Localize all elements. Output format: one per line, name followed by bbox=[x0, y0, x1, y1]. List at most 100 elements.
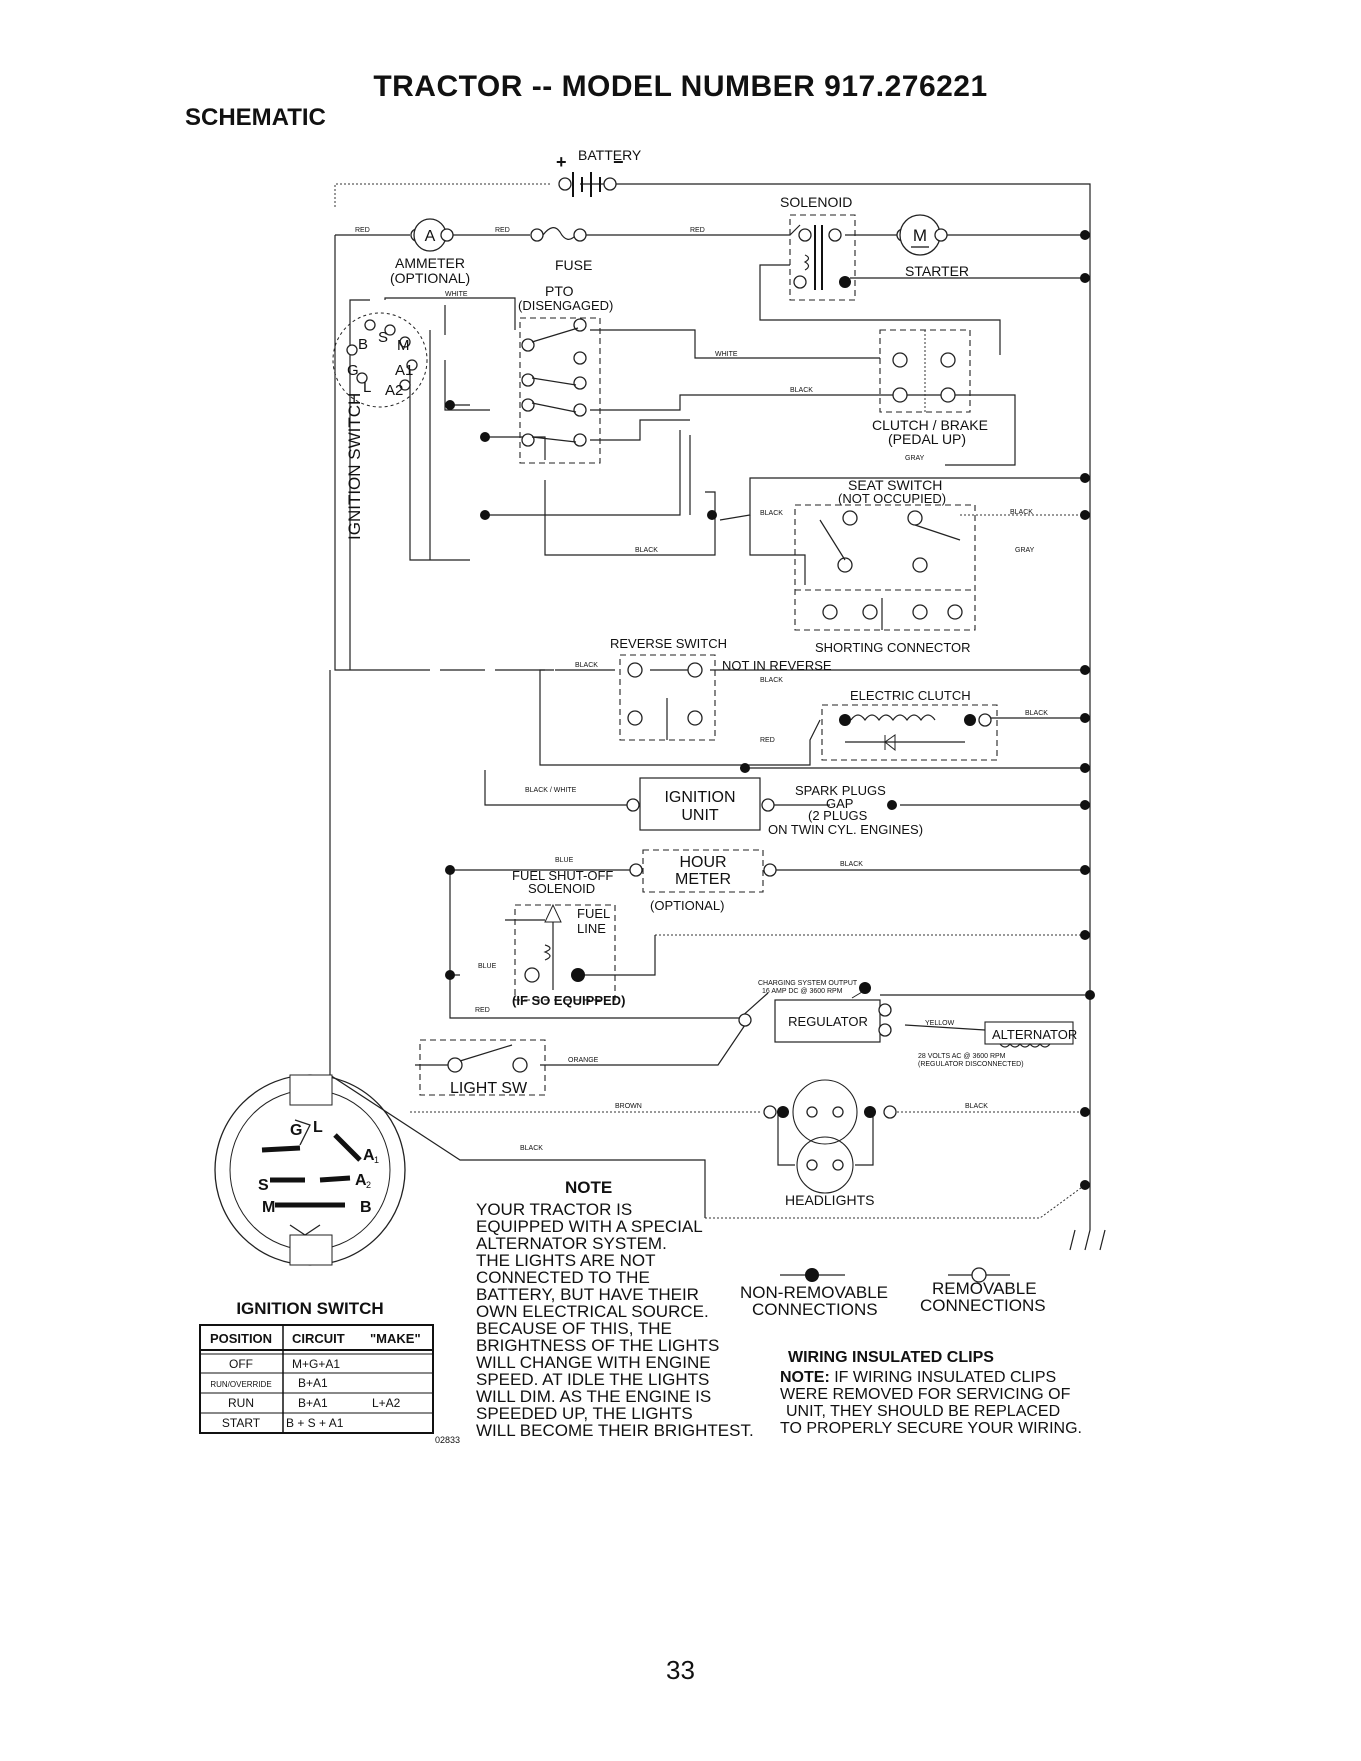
ignition-switch-vertical-label: IGNITION SWITCH bbox=[345, 393, 364, 540]
solenoid: SOLENOID bbox=[780, 194, 856, 301]
wire-white-label: WHITE bbox=[445, 291, 468, 298]
reverse-switch-label: REVERSE SWITCH bbox=[610, 636, 727, 651]
terminal-l-label: L bbox=[363, 379, 371, 396]
wire-red-label: RED bbox=[495, 227, 510, 234]
fuel-line-label: FUEL bbox=[577, 906, 610, 921]
terminal-b-label: B bbox=[358, 336, 368, 353]
charging-amp-label: 16 AMP DC @ 3600 RPM bbox=[762, 988, 843, 995]
detail-terminal-l: L bbox=[313, 1119, 323, 1136]
fuel-shutoff-label: FUEL SHUT-OFF bbox=[512, 868, 613, 883]
wiring-clips-note-label: NOTE: bbox=[780, 1369, 830, 1386]
wire-black-label: BLACK bbox=[790, 387, 813, 394]
note-line: WILL CHANGE WITH ENGINE bbox=[476, 1353, 711, 1372]
table-row-position: OFF bbox=[229, 1357, 253, 1371]
plus-icon: + bbox=[556, 152, 567, 172]
light-switch-label: LIGHT SW bbox=[450, 1080, 528, 1097]
note-line: EQUIPPED WITH A SPECIAL bbox=[476, 1217, 703, 1236]
starter: M STARTER bbox=[896, 214, 969, 279]
clutch-brake-label: CLUTCH / BRAKE bbox=[872, 417, 988, 433]
table-row-position: START bbox=[222, 1416, 261, 1430]
wire-red-label: RED bbox=[690, 227, 705, 234]
detail-terminal-m: M bbox=[262, 1199, 275, 1216]
wiring-clips-note: WIRING INSULATED CLIPS NOTE: IF WIRING I… bbox=[780, 1349, 1082, 1437]
non-removable-connection-icon bbox=[805, 1268, 819, 1282]
detail-terminal-a2-sub: 2 bbox=[366, 1180, 371, 1190]
wire-black-label: BLACK bbox=[840, 861, 863, 868]
ignition-switch-terminals: B S M G A1 L A2 IGNITION SWITCH bbox=[332, 312, 428, 540]
table-row-position: RUN bbox=[228, 1396, 254, 1410]
ammeter-label: AMMETER bbox=[395, 255, 465, 271]
hour-meter: HOUR METER (OPTIONAL) bbox=[629, 849, 777, 913]
table-header-position: POSITION bbox=[210, 1331, 272, 1346]
wire-black-label: BLACK bbox=[635, 547, 658, 554]
wire-blue-label: BLUE bbox=[478, 963, 497, 970]
solenoid-label: SOLENOID bbox=[780, 194, 852, 210]
note-line: WILL DIM. AS THE ENGINE IS bbox=[476, 1387, 711, 1406]
spark-plugs-twin-label: ON TWIN CYL. ENGINES) bbox=[768, 822, 923, 837]
spark-plugs-label: SPARK PLUGS bbox=[795, 783, 886, 798]
battery: + − BATTERY bbox=[556, 147, 642, 197]
hour-meter-optional-label: (OPTIONAL) bbox=[650, 898, 724, 913]
table-header-make: "MAKE" bbox=[370, 1331, 421, 1346]
removable-label: REMOVABLE bbox=[932, 1279, 1037, 1298]
note-line: ALTERNATOR SYSTEM. bbox=[476, 1234, 667, 1253]
wire-black-label: BLACK bbox=[1010, 509, 1033, 516]
note-block: NOTE YOUR TRACTOR IS EQUIPPED WITH A SPE… bbox=[476, 1178, 754, 1440]
wiring-clips-line-4: TO PROPERLY SECURE YOUR WIRING. bbox=[780, 1420, 1082, 1437]
regulator-label: REGULATOR bbox=[788, 1014, 868, 1029]
wires bbox=[329, 183, 1106, 1251]
wiring-clips-title: WIRING INSULATED CLIPS bbox=[788, 1349, 994, 1366]
electric-clutch: ELECTRIC CLUTCH bbox=[821, 688, 998, 761]
table-row-circuit: B+A1 bbox=[298, 1396, 328, 1410]
hour-meter-label: HOUR bbox=[679, 854, 726, 871]
page-title: TRACTOR -- MODEL NUMBER 917.276221 bbox=[373, 70, 988, 103]
detail-terminal-g: G bbox=[290, 1122, 302, 1139]
wire-orange-label: ORANGE bbox=[568, 1057, 599, 1064]
wire-yellow-label: YELLOW bbox=[925, 1020, 955, 1027]
table-row-make: L+A2 bbox=[372, 1396, 401, 1410]
ignition-switch-table: POSITION CIRCUIT "MAKE" OFF M+G+A1 RUN/O… bbox=[199, 1324, 460, 1445]
note-title: NOTE bbox=[565, 1178, 612, 1197]
ignition-switch-title: IGNITION SWITCH bbox=[236, 1299, 383, 1318]
wire-red-label: RED bbox=[355, 227, 370, 234]
wiring-clips-line-2: WERE REMOVED FOR SERVICING OF bbox=[780, 1386, 1071, 1403]
table-row-circuit: M+G+A1 bbox=[292, 1357, 340, 1371]
ignition-unit-label-2: UNIT bbox=[681, 807, 719, 824]
removable-label-2: CONNECTIONS bbox=[920, 1296, 1046, 1315]
fuse-label: FUSE bbox=[555, 257, 592, 273]
if-so-equipped-label: (IF SO EQUIPPED) bbox=[512, 993, 625, 1008]
electric-clutch-label: ELECTRIC CLUTCH bbox=[850, 688, 971, 703]
regulator: REGULATOR CHARGING SYSTEM OUTPUT 16 AMP … bbox=[738, 980, 892, 1043]
headlights-label: HEADLIGHTS bbox=[785, 1192, 874, 1208]
wire-black-label: BLACK bbox=[1025, 710, 1048, 717]
table-row-position: RUN/OVERRIDE bbox=[210, 1380, 271, 1389]
pto-switch: PTO (DISENGAGED) bbox=[518, 283, 613, 464]
non-removable-label-2: CONNECTIONS bbox=[752, 1300, 878, 1319]
terminal-a1-label: A1 bbox=[395, 362, 413, 379]
alternator-label: ALTERNATOR bbox=[992, 1027, 1077, 1042]
clutch-brake-switch: CLUTCH / BRAKE (PEDAL UP) bbox=[872, 329, 988, 447]
terminal-g-label: G bbox=[347, 362, 359, 379]
wire-red-label: RED bbox=[475, 1007, 490, 1014]
ignition-unit-label: IGNITION bbox=[664, 789, 735, 806]
note-line: BATTERY, BUT HAVE THEIR bbox=[476, 1285, 699, 1304]
pto-state-label: (DISENGAGED) bbox=[518, 298, 613, 313]
clutch-brake-state-label: (PEDAL UP) bbox=[888, 431, 966, 447]
wiring-clips-line-3: UNIT, THEY SHOULD BE REPLACED bbox=[786, 1403, 1060, 1420]
note-line: BECAUSE OF THIS, THE bbox=[476, 1319, 672, 1338]
note-line: OWN ELECTRICAL SOURCE. bbox=[476, 1302, 709, 1321]
wire-white-label: WHITE bbox=[715, 351, 738, 358]
not-in-reverse-label: NOT IN REVERSE bbox=[722, 658, 832, 673]
wire-black-label: BLACK bbox=[965, 1103, 988, 1110]
alternator-regulator-label: (REGULATOR DISCONNECTED) bbox=[918, 1061, 1024, 1068]
light-switch: LIGHT SW bbox=[419, 1039, 546, 1097]
wire-black-label: BLACK bbox=[760, 510, 783, 517]
wire-black-label: BLACK bbox=[760, 677, 783, 684]
table-header-circuit: CIRCUIT bbox=[292, 1331, 345, 1346]
detail-terminal-a1: A bbox=[363, 1147, 375, 1164]
spark-plugs-count-label: (2 PLUGS bbox=[808, 808, 868, 823]
battery-label: BATTERY bbox=[578, 147, 642, 163]
wire-red-label: RED bbox=[760, 737, 775, 744]
wiring-clips-line-1: NOTE: IF WIRING INSULATED CLIPS bbox=[780, 1369, 1056, 1386]
reverse-switch: REVERSE SWITCH NOT IN REVERSE bbox=[610, 636, 832, 741]
